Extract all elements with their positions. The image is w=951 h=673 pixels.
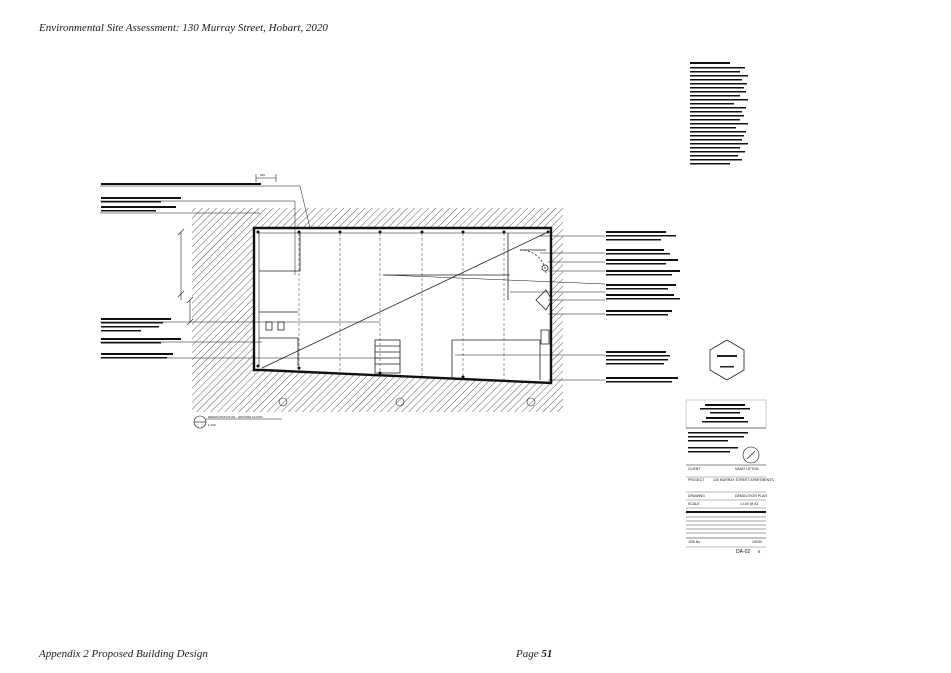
demolition-diagonal — [261, 231, 549, 369]
dimension-top — [255, 174, 277, 182]
titleblock-drawing: DEMOLITION PLAN — [735, 494, 767, 498]
titleblock-scale: 1:100 @ A3 — [740, 502, 758, 506]
titleblock-drawing-label: DRAWING — [688, 494, 705, 498]
practice-logo-hexagon — [709, 339, 745, 381]
titleblock-project-label: PROJECT — [688, 478, 705, 482]
annotation-text-lines-right — [606, 231, 680, 383]
hatched-boundary — [192, 208, 563, 412]
titleblock-scale-label: SCALE — [688, 502, 700, 506]
dimension-lines-left — [177, 228, 194, 326]
titleblock-job-no: 19030 — [752, 540, 762, 544]
titleblock-job-label: JOB No — [688, 540, 700, 544]
annotations-right — [384, 235, 606, 381]
structure-grid — [298, 233, 505, 380]
general-notes — [690, 62, 748, 165]
dimension-top-label: 940 — [260, 173, 265, 177]
page-number: 51 — [541, 648, 553, 660]
title-block — [685, 399, 767, 548]
titleblock-client: NANO LIFTON — [735, 467, 759, 471]
page-label: Page — [516, 648, 539, 660]
titleblock-drawing-no: DA-02 — [736, 549, 750, 555]
building-walls — [252, 226, 553, 385]
plan-scale: 1:100 — [208, 423, 216, 427]
plan-title: DEMOLITION PLAN - GROUND FLOOR — [208, 415, 263, 419]
plan-title-block — [193, 415, 282, 429]
document-header-title: Environmental Site Assessment: 130 Murra… — [39, 22, 328, 34]
document-footer-section: Appendix 2 Proposed Building Design — [39, 648, 208, 660]
titleblock-client-label: CLIENT — [688, 467, 701, 471]
titleblock-revision: B — [758, 550, 761, 554]
document-footer-page: Page 51 — [516, 648, 552, 660]
column-markers — [256, 230, 550, 379]
titleblock-project: 130 MURRAY STREET APARTMENTS — [713, 478, 774, 482]
grid-markers — [278, 397, 536, 407]
internal-partitions — [259, 233, 553, 380]
annotation-text-lines-left — [101, 183, 261, 359]
